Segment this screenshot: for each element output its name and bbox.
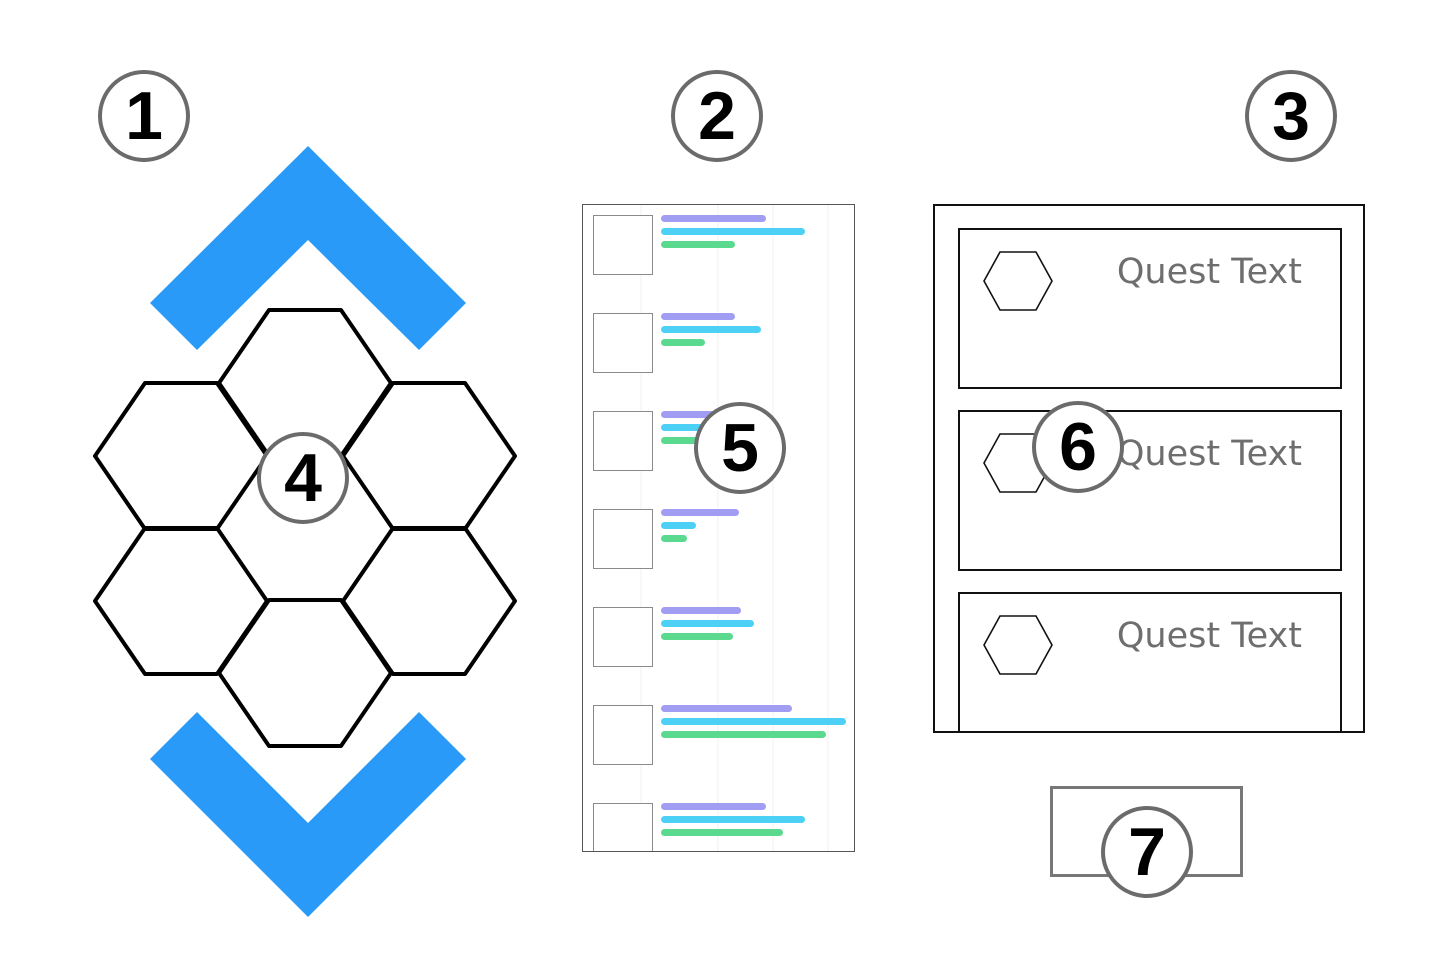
quest-log-panel[interactable]: Quest Text Quest Text Quest Text	[933, 204, 1365, 733]
callout-badge-1: 1	[98, 70, 190, 162]
chevron-down-icon[interactable]	[150, 712, 466, 917]
item-thumbnail	[593, 803, 653, 851]
item-stat-bar	[661, 509, 739, 516]
item-stat-bar	[661, 522, 696, 529]
item-thumbnail	[593, 411, 653, 471]
callout-badge-7: 7	[1101, 806, 1193, 898]
item-stat-bar	[661, 313, 735, 320]
item-stat-bar	[661, 607, 741, 614]
item-stat-bar	[661, 241, 735, 248]
quest-card[interactable]: Quest Text	[958, 228, 1342, 389]
item-thumbnail	[593, 509, 653, 569]
item-stat-bar	[661, 803, 766, 810]
item-stat-bar	[661, 705, 792, 712]
hex-cell[interactable]	[217, 598, 393, 748]
item-stat-bar	[661, 829, 783, 836]
item-stat-bar	[661, 633, 733, 640]
callout-badge-4: 4	[257, 432, 349, 524]
callout-badge-5: 5	[694, 402, 786, 494]
hexagon-icon	[983, 615, 1053, 675]
hex-cell[interactable]	[93, 381, 269, 531]
item-stat-bar	[661, 535, 687, 542]
list-item[interactable]	[593, 793, 853, 851]
hex-grid-navigator	[93, 146, 517, 917]
item-stat-bar	[661, 411, 735, 418]
list-item[interactable]	[593, 597, 853, 667]
hex-cell[interactable]	[341, 526, 517, 676]
chevron-up-icon[interactable]	[150, 146, 466, 350]
item-thumbnail	[593, 215, 653, 275]
quest-text: Quest Text	[1116, 616, 1302, 656]
list-item[interactable]	[593, 695, 853, 765]
item-thumbnail	[593, 705, 653, 765]
item-list-panel[interactable]	[582, 204, 855, 852]
list-item[interactable]	[593, 205, 853, 275]
item-stat-bar	[661, 228, 805, 235]
quest-text: Quest Text	[1116, 252, 1302, 292]
hexagon-icon	[983, 251, 1053, 311]
item-stat-bar	[661, 620, 754, 627]
list-item[interactable]	[593, 499, 853, 569]
quest-text: Quest Text	[1116, 434, 1302, 474]
item-stat-bar	[661, 731, 826, 738]
item-stat-bar	[661, 215, 766, 222]
item-thumbnail	[593, 313, 653, 373]
item-stat-bar	[661, 437, 702, 444]
item-thumbnail	[593, 607, 653, 667]
item-stat-bar	[661, 339, 705, 346]
quest-card[interactable]: Quest Text	[958, 410, 1342, 571]
callout-badge-2: 2	[671, 70, 763, 162]
item-stat-bar	[661, 326, 761, 333]
hex-cell[interactable]	[341, 381, 517, 531]
callout-badge-6: 6	[1032, 401, 1124, 493]
quest-card[interactable]: Quest Text	[958, 592, 1342, 731]
callout-badge-3: 3	[1245, 70, 1337, 162]
hex-cell[interactable]	[93, 526, 269, 676]
list-item[interactable]	[593, 303, 853, 373]
item-stat-bar	[661, 816, 805, 823]
item-stat-bar	[661, 718, 846, 725]
